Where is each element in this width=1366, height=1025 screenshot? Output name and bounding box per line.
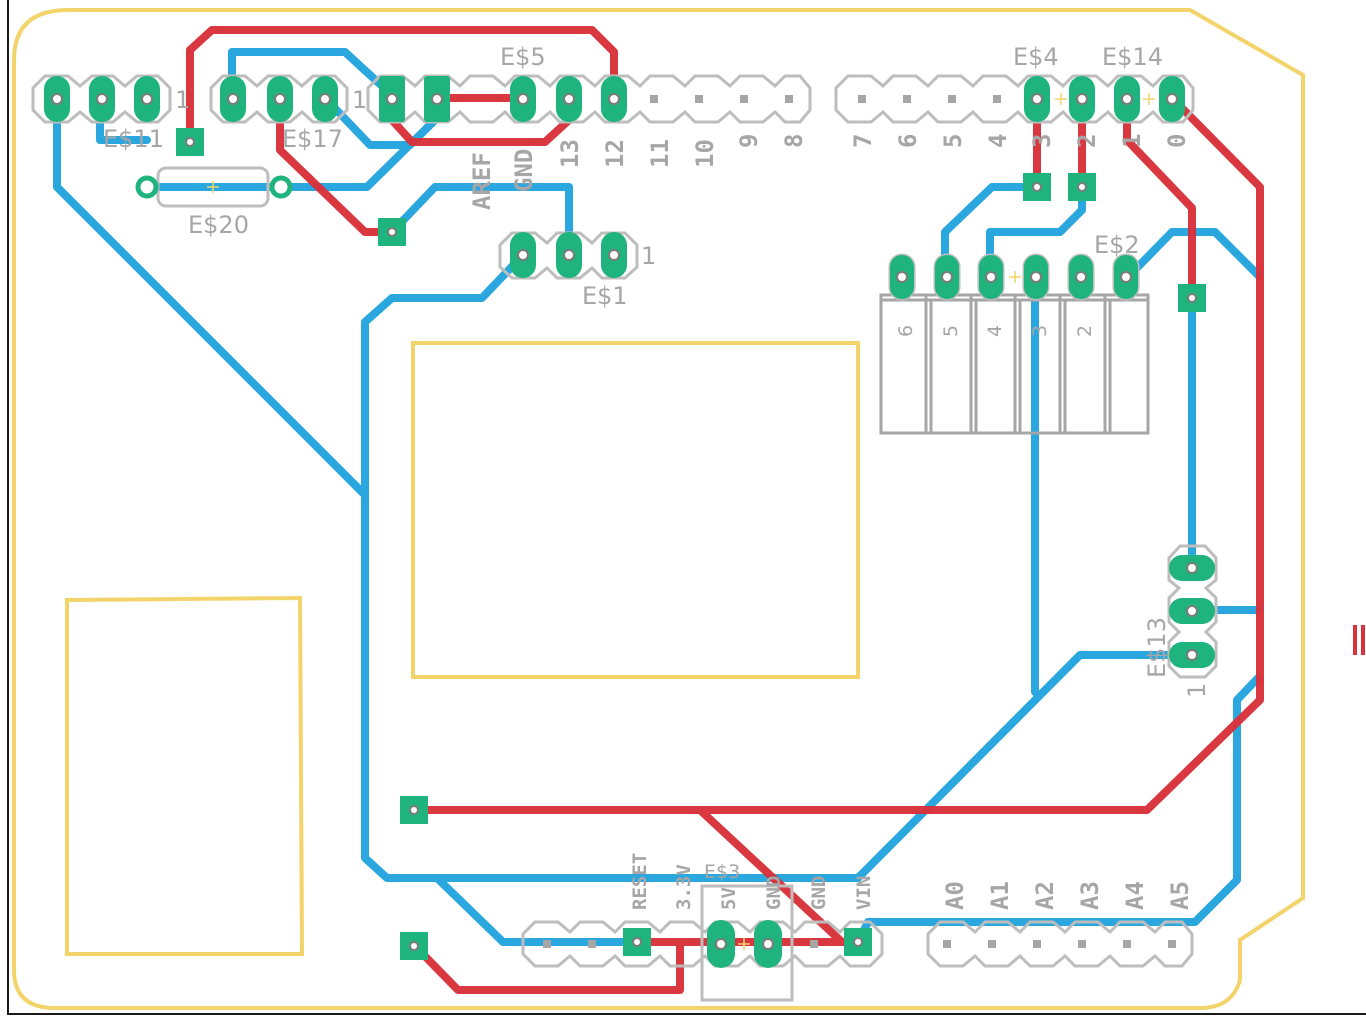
pin-label-7: 7 xyxy=(849,134,877,148)
module-outline-left xyxy=(65,595,305,956)
label-e13: E$13 xyxy=(1143,617,1171,678)
frame-lines xyxy=(7,0,1366,1015)
bottom-traces xyxy=(53,48,1262,946)
label-e5: E$5 xyxy=(500,43,546,71)
pin-label-12: 12 xyxy=(601,139,629,168)
power-analog-labels: RESET 3.3V 5V GND GND VIN A0 A1 A2 A3 A4… xyxy=(629,853,1194,910)
pin-label-11: 11 xyxy=(646,139,674,168)
resistor-pads xyxy=(135,175,293,199)
pin1-e17: 1 xyxy=(352,86,367,114)
pads xyxy=(44,76,1215,968)
label-e11: E$11 xyxy=(103,125,164,153)
pin-label-2: 2 xyxy=(1073,134,1101,148)
pin-label-10: 10 xyxy=(691,139,719,168)
switch-labels: 6 5 4 3 2 xyxy=(895,325,1096,337)
board-outline xyxy=(12,8,1305,1010)
pin-label-3: 3 xyxy=(1028,134,1056,148)
origin-crosses xyxy=(207,93,1155,950)
pin1-e11: 1 xyxy=(175,86,190,114)
pin1-e13: 1 xyxy=(1183,683,1211,698)
label-e2: E$2 xyxy=(1094,231,1140,259)
pin-label-1: 1 xyxy=(1118,134,1146,148)
pin-label-3v3: 3.3V xyxy=(673,864,695,910)
pin-label-a5: A5 xyxy=(1166,881,1194,910)
pin-label-vin: VIN xyxy=(853,876,875,910)
label-e1: E$1 xyxy=(582,282,628,310)
digital-pin-labels: AREF GND 13 12 11 10 9 8 7 6 5 4 3 2 1 0 xyxy=(468,134,1191,210)
label-e17: E$17 xyxy=(282,125,343,153)
switch-block-e2 xyxy=(879,293,1150,435)
unused-pin-dots xyxy=(543,95,1176,948)
switch-label-3: 3 xyxy=(1029,325,1051,337)
edge-marker-2 xyxy=(1361,625,1365,655)
label-e3: E$3 xyxy=(704,861,740,883)
pin-label-a0: A0 xyxy=(941,881,969,910)
pin-label-a4: A4 xyxy=(1121,881,1149,910)
pin-label-4: 4 xyxy=(984,134,1012,148)
switch-label-2: 2 xyxy=(1074,325,1096,337)
switch-label-5: 5 xyxy=(940,325,962,337)
pin-label-gnd-1: GND xyxy=(763,876,785,910)
component-labels: E$5 E$4 E$14 E$11 E$17 E$20 E$1 E$2 E$13… xyxy=(103,43,1211,883)
module-outline-center xyxy=(411,341,860,679)
switch-label-6: 6 xyxy=(895,325,917,337)
pin-label-13: 13 xyxy=(556,139,584,168)
pin-label-a2: A2 xyxy=(1031,881,1059,910)
pin-label-aref: AREF xyxy=(468,152,496,210)
pin1-e1: 1 xyxy=(641,242,656,270)
pin-label-gnd: GND xyxy=(510,149,538,192)
pin-label-9: 9 xyxy=(735,134,763,148)
drill-holes xyxy=(51,93,1198,951)
pin-label-a3: A3 xyxy=(1076,881,1104,910)
pin-label-5: 5 xyxy=(939,134,967,148)
pin-label-8: 8 xyxy=(780,134,808,148)
pin-label-a1: A1 xyxy=(986,881,1014,910)
switch-label-4: 4 xyxy=(984,325,1006,337)
pin-label-gnd-2: GND xyxy=(808,876,830,910)
label-e14: E$14 xyxy=(1102,43,1163,71)
label-e20: E$20 xyxy=(188,211,249,239)
edge-marker xyxy=(1353,625,1357,655)
label-e4: E$4 xyxy=(1013,43,1059,71)
top-traces xyxy=(186,26,1264,994)
silkscreen-headers xyxy=(31,74,1218,1002)
pin-label-reset: RESET xyxy=(629,853,651,910)
pin-label-6: 6 xyxy=(894,134,922,148)
pin-label-5v: 5V xyxy=(718,887,740,910)
pin-label-0: 0 xyxy=(1163,134,1191,148)
